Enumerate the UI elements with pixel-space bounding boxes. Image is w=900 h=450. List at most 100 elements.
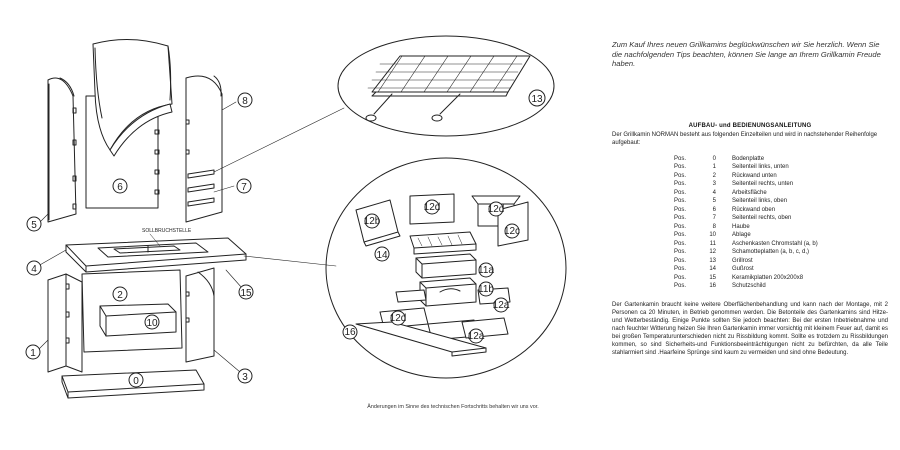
part-num: 16 <box>709 283 716 290</box>
parts-list-item: Pos. 10 Ablage <box>674 231 888 240</box>
part-name: Bodenplatte <box>732 155 765 162</box>
instructions-column: Zum Kauf Ihres neuen Grillkamins beglück… <box>612 40 888 357</box>
hood <box>92 38 173 151</box>
left-upper-side-panel <box>47 77 77 223</box>
part-pos: Pos. <box>674 232 687 239</box>
part-pos: Pos. <box>674 206 687 213</box>
part-pos: Pos. <box>674 172 687 179</box>
svg-text:12a: 12a <box>493 300 510 311</box>
part-num: 8 <box>712 223 716 230</box>
part-pos: Pos. <box>674 189 687 196</box>
part-name: Ablage <box>732 232 751 239</box>
part-pos: Pos. <box>674 257 687 264</box>
part-num: 12 <box>709 249 716 256</box>
shelf <box>99 303 177 337</box>
parts-list-item: Pos. 4 Arbeitsfläche <box>674 189 888 198</box>
part-num: 3 <box>712 181 716 188</box>
parts-list-item: Pos. 1 Seitenteil links, unten <box>674 163 888 172</box>
part-num: 11 <box>709 240 716 247</box>
part-pos: Pos. <box>674 240 687 247</box>
exploded-assembly-diagram: 8 6 7 5 4 15 2 10 1 0 3 13 12b 12d 12d 1… <box>25 35 567 399</box>
svg-text:1: 1 <box>30 348 36 359</box>
diagram-caption: Änderungen im Sinne des technischen Fort… <box>367 404 539 410</box>
svg-text:10: 10 <box>146 318 158 329</box>
part-pos: Pos. <box>674 164 687 171</box>
work-surface <box>65 237 247 273</box>
grate-inserts-detail <box>325 157 567 379</box>
part-name: Seitenteil links, unten <box>732 164 789 171</box>
svg-text:11a: 11a <box>478 265 494 276</box>
svg-text:4: 4 <box>31 264 37 275</box>
part-name: Arbeitsfläche <box>732 189 767 196</box>
part-name: Seitenteil links, oben <box>732 198 788 205</box>
svg-text:12c: 12c <box>504 226 520 237</box>
part-name: Keramikplatten 200x200x8 <box>732 274 804 281</box>
parts-list-item: Pos. 15 Keramikplatten 200x200x8 <box>674 274 888 283</box>
part-num: 10 <box>709 232 716 239</box>
svg-text:15: 15 <box>240 288 252 299</box>
parts-list-item: Pos. 2 Rückwand unten <box>674 172 888 181</box>
svg-text:7: 7 <box>241 182 247 193</box>
care-instructions: Der Gartenkamin braucht keine weitere Ob… <box>612 301 888 357</box>
svg-text:12d: 12d <box>488 204 505 215</box>
part-pos: Pos. <box>674 215 687 222</box>
part-name: Rückwand unten <box>732 172 777 179</box>
svg-text:5: 5 <box>31 220 37 231</box>
svg-text:12d: 12d <box>390 313 407 324</box>
parts-list-item: Pos. 3 Seitenteil rechts, unten <box>674 180 888 189</box>
svg-text:6: 6 <box>117 182 123 193</box>
part-name: Gußrost <box>732 266 754 273</box>
svg-text:8: 8 <box>242 96 248 107</box>
part-num: 2 <box>712 172 716 179</box>
callouts: 8 6 7 5 4 15 2 10 1 0 3 13 12b 12d 12d 1… <box>25 89 546 388</box>
grill-grate-detail <box>337 35 555 137</box>
part-name: Rückwand oben <box>732 206 776 213</box>
part-name: Grillrost <box>732 257 753 264</box>
part-num: 14 <box>709 266 716 273</box>
grill-rails <box>187 169 215 207</box>
part-pos: Pos. <box>674 223 687 230</box>
left-lower-side-panel <box>47 273 83 373</box>
part-num: 6 <box>712 206 716 213</box>
parts-lead-text: Der Grillkamin NORMAN besteht aus folgen… <box>612 131 878 146</box>
svg-text:12d: 12d <box>424 202 441 213</box>
instructions-heading: AUFBAU- und BEDIENUNGSANLEITUNG <box>688 122 812 129</box>
right-upper-side-panel <box>185 75 223 223</box>
part-name: Seitenteil rechts, oben <box>732 215 792 222</box>
svg-text:0: 0 <box>133 376 139 387</box>
part-name: Haube <box>732 223 750 230</box>
part-num: 15 <box>709 274 716 281</box>
part-num: 1 <box>712 164 716 171</box>
part-pos: Pos. <box>674 283 687 290</box>
parts-list-item: Pos. 8 Haube <box>674 223 888 232</box>
svg-text:2: 2 <box>117 290 123 301</box>
part-num: 7 <box>712 215 716 222</box>
svg-text:14: 14 <box>376 250 388 261</box>
part-name: Aschenkasten Chromstahl (a, b) <box>732 240 818 247</box>
parts-list-item: Pos. 7 Seitenteil rechts, oben <box>674 214 888 223</box>
parts-list-item: Pos. 11 Aschenkasten Chromstahl (a, b) <box>674 240 888 249</box>
sollbruchstelle-label: SOLLBRUCHSTELLE <box>142 228 192 234</box>
svg-text:3: 3 <box>242 372 248 383</box>
svg-text:12b: 12b <box>364 216 381 227</box>
part-pos: Pos. <box>674 198 687 205</box>
parts-list-item: Pos. 16 Schutzschild <box>674 282 888 291</box>
svg-text:13: 13 <box>531 94 543 105</box>
svg-text:12a: 12a <box>468 331 485 342</box>
part-name: Schamotteplatten (a, b, c, d,) <box>732 249 810 256</box>
part-num: 4 <box>712 189 716 196</box>
leader-lines <box>37 101 345 373</box>
svg-text:11b: 11b <box>478 284 494 295</box>
part-name: Seitenteil rechts, unten <box>732 181 794 188</box>
part-pos: Pos. <box>674 274 687 281</box>
parts-list-item: Pos. 6 Rückwand oben <box>674 206 888 215</box>
part-name: Schutzschild <box>732 283 766 290</box>
part-pos: Pos. <box>674 181 687 188</box>
intro-text: Zum Kauf Ihres neuen Grillkamins beglück… <box>612 40 881 69</box>
svg-text:16: 16 <box>344 327 356 338</box>
